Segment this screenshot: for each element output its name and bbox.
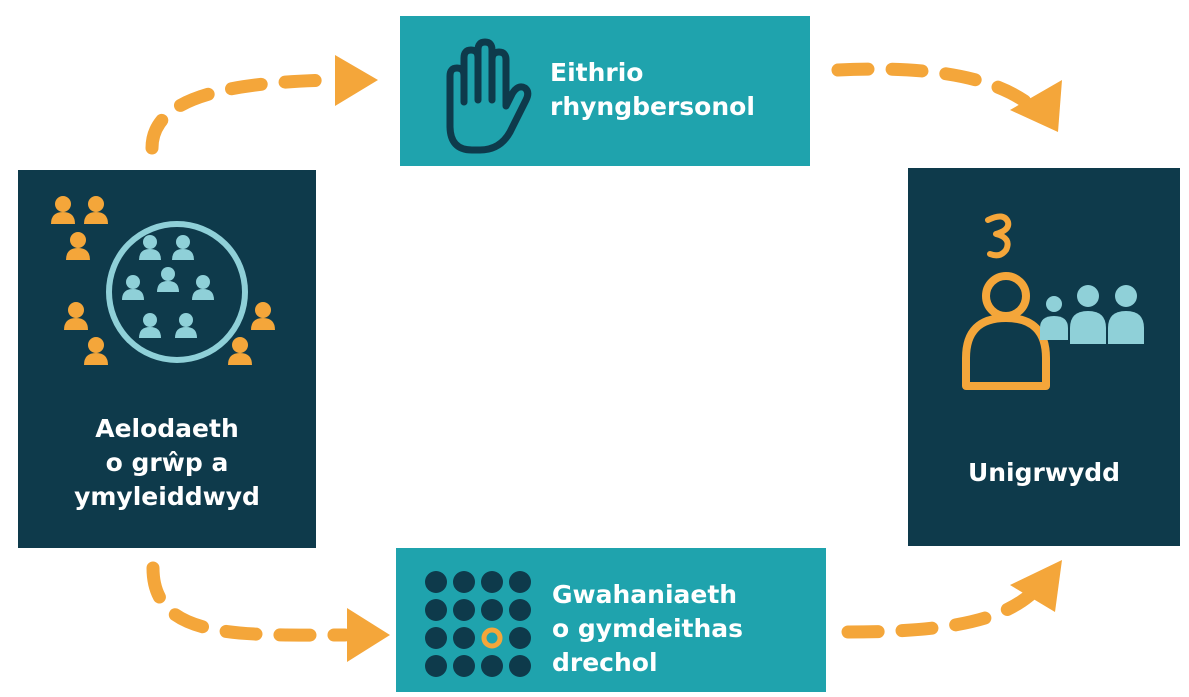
exclusion-line-1: Eithrio [550,58,644,87]
group-membership-label: Aelodaeth o grŵp a ymyleiddwyd [18,412,316,514]
arrowhead-separation [347,608,390,662]
exclusion-line-2: rhyngbersonol [550,92,755,121]
arrowhead-loneliness-top [1010,80,1062,132]
exclusion-box: Eithrio rhyngbersonol [400,16,810,166]
loneliness-label: Unigrwydd [908,456,1180,490]
arrow-group-to-separation [146,561,352,642]
loneliness-box: Unigrwydd [908,168,1180,546]
arrow-separation-to-loneliness [841,588,1037,639]
isolated-person-icon [962,213,1144,390]
separation-label: Gwahaniaeth o gymdeithas drechol [552,578,743,680]
thought-mark [985,213,1012,259]
group-membership-line-3: ymyleiddwyd [74,482,260,511]
separation-line-2: o gymdeithas [552,614,744,643]
dot-grid-odd-one-out-icon [425,571,531,677]
people-in-circle-icon [51,196,275,365]
separation-box: Gwahaniaeth o gymdeithas drechol [396,548,826,692]
arrowhead-loneliness-bottom [1010,560,1062,612]
raised-hand-icon [446,38,532,154]
arrow-exclusion-to-loneliness [831,62,1037,112]
exclusion-label: Eithrio rhyngbersonol [550,56,755,124]
arrowhead-exclusion [335,55,378,106]
arrow-group-to-exclusion [145,73,342,155]
group-membership-line-1: Aelodaeth [95,414,239,443]
group-membership-line-2: o grŵp a [105,448,229,477]
group-membership-box: Aelodaeth o grŵp a ymyleiddwyd [18,170,316,548]
loneliness-line-1: Unigrwydd [967,458,1121,487]
separation-line-3: drechol [552,648,658,677]
odd-dot [481,627,503,649]
separation-line-1: Gwahaniaeth [552,580,738,609]
